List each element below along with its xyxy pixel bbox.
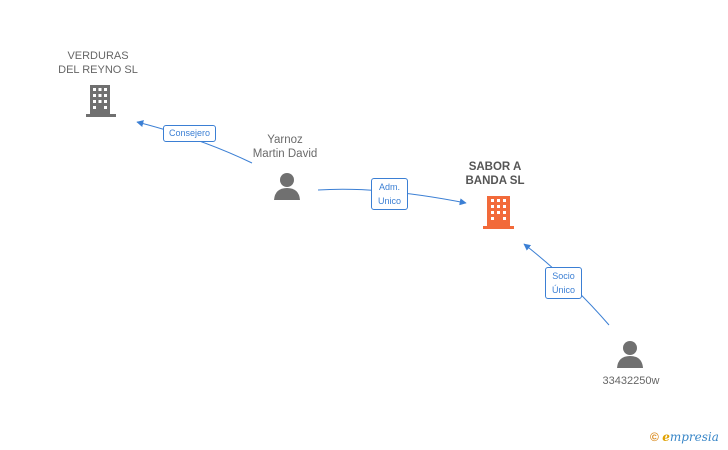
person-icon[interactable] (617, 341, 643, 368)
brand-initial: e (662, 430, 670, 444)
node-label-person2[interactable]: 33432250w (586, 374, 676, 388)
building-icon[interactable] (483, 196, 514, 229)
building-icon[interactable] (86, 85, 116, 117)
edge-label-adm-unico[interactable]: Adm. Unico (371, 178, 409, 210)
node-label-line: BANDA SL (465, 175, 525, 187)
edge-label-text: Consejero (169, 128, 211, 138)
node-label-verduras[interactable]: VERDURAS DEL REYNO SL (50, 49, 146, 77)
person-icon[interactable] (274, 173, 300, 200)
edge-label-socio-unico[interactable]: Socio Único (545, 267, 583, 299)
edge-label-line: Único (552, 285, 576, 295)
node-label-line: Yarnoz (267, 134, 303, 146)
node-label-line: DEL REYNO SL (58, 64, 138, 76)
node-label-sabor[interactable]: SABOR A BANDA SL (450, 160, 540, 188)
edge-label-consejero[interactable]: Consejero (163, 125, 217, 142)
node-label-line: VERDURAS (67, 50, 129, 62)
edge-label-line: Unico (378, 196, 402, 206)
copyright-symbol: © (650, 430, 659, 444)
node-label-line: 33432250w (602, 375, 660, 387)
node-label-line: Martin David (252, 148, 318, 160)
brand-name: mpresia (669, 430, 719, 444)
node-label-yarnoz[interactable]: Yarnoz Martin David (240, 133, 330, 161)
node-label-line: SABOR A (468, 161, 522, 173)
empresia-watermark[interactable]: © empresia (650, 430, 719, 444)
edge-label-line: Adm. (379, 182, 401, 192)
edge-label-line: Socio (552, 271, 575, 281)
